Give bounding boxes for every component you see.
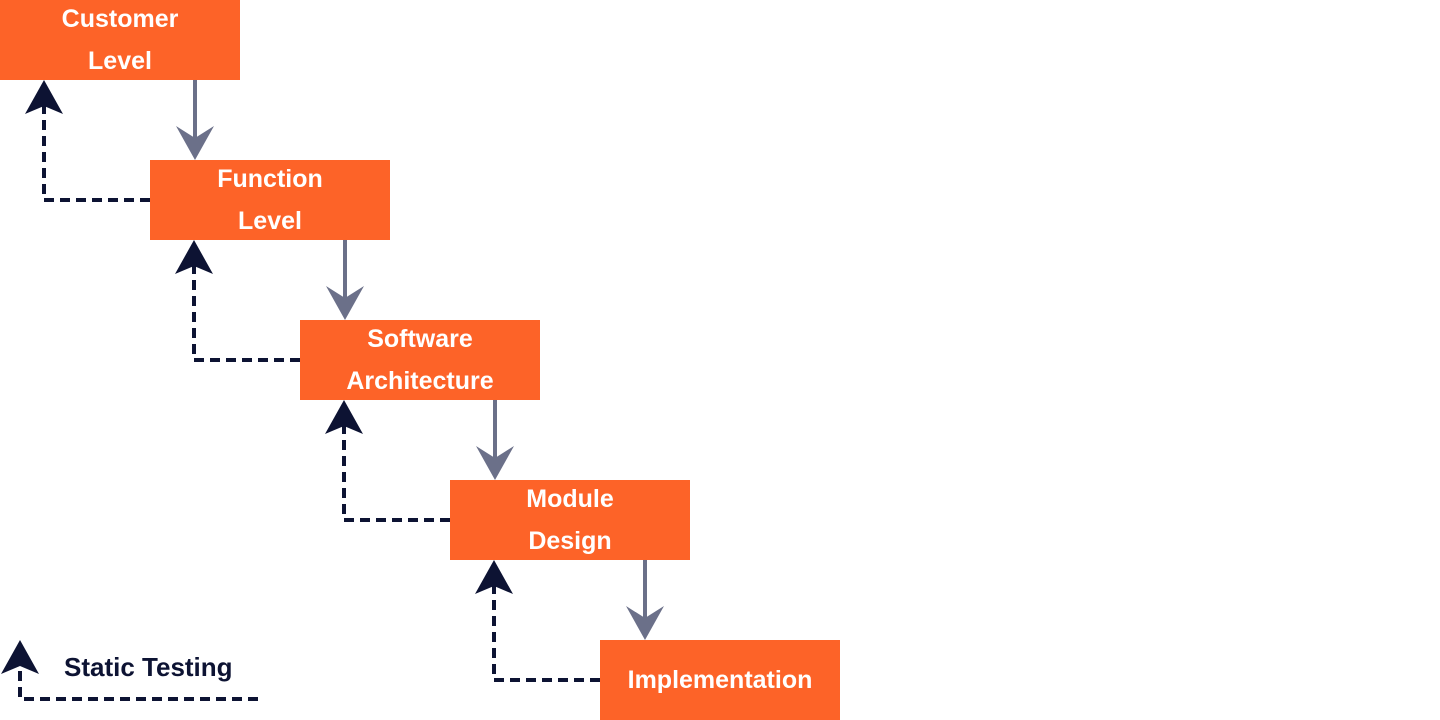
static-testing-arrow-head-icon [25,80,63,114]
legend-label: Static Testing [64,652,233,682]
static-testing-arrow-line [192,266,300,362]
static-testing-arrow-head-icon [475,560,513,594]
static-testing-arrow-line [342,426,450,522]
stage-label-line: Software [367,325,473,353]
static-testing-arrow-head-icon [325,400,363,434]
stage-label-line: Customer [61,5,179,33]
static-testing-arrow-head-icon [175,240,213,274]
flow-arrow-head-icon [626,606,664,640]
stage-label-line: Level [238,207,302,235]
legend-arrow-head-icon [1,640,39,674]
flow-arrow-head-icon [176,126,214,160]
static-testing-arrow-line [42,106,150,202]
static-testing-arrow-line [492,586,600,682]
stage-box-implementation: Implementation [600,640,840,720]
flow-arrow-head-icon [476,446,514,480]
legend-dashed-line [18,671,260,701]
stage-label-line: Implementation [627,666,813,694]
stage-label-line: Module [526,485,614,513]
stage-label-line: Level [88,47,152,75]
stage-label-line: Function [217,165,323,193]
stage-label-line: Design [528,527,612,555]
stage-label-line: Architecture [346,367,494,395]
flow-arrow-head-icon [326,286,364,320]
